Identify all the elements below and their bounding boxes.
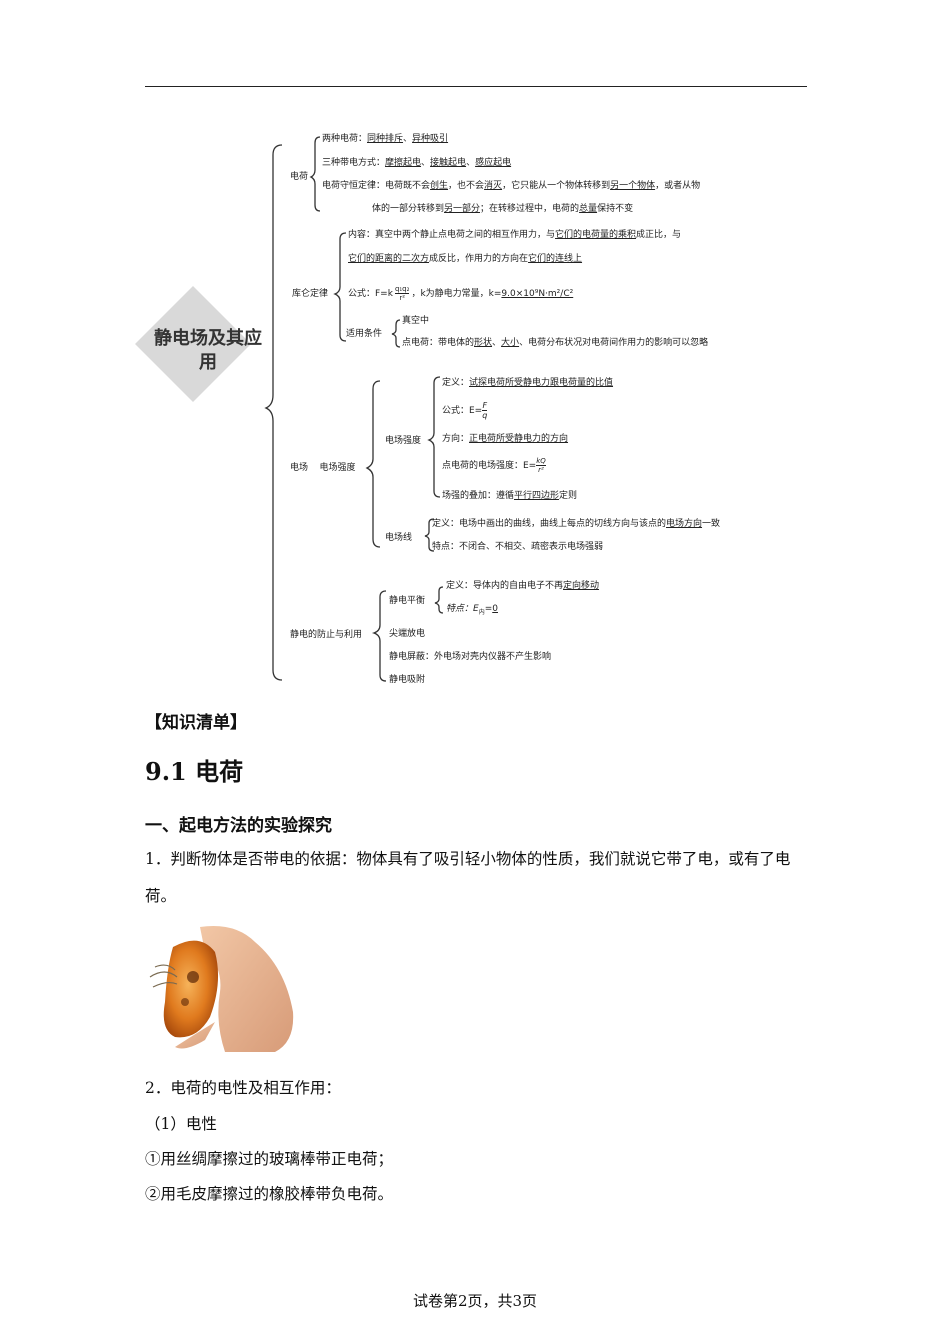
field-strength: 电场强度 xyxy=(385,435,421,447)
electrostatic-shielding: 静电屏蔽：外电场对壳内仪器不产生影响 xyxy=(389,651,551,663)
field-superposition: 场强的叠加：遵循平行四边形定则 xyxy=(442,490,577,502)
charge-item-3-cont: 体的一部分转移到另一部分；在转移过程中，电荷的总量保持不变 xyxy=(372,203,633,215)
branch-charge: 电荷 xyxy=(290,171,308,183)
section-title: 9.1 电荷 xyxy=(145,752,243,787)
knowledge-list-tag: 【知识清单】 xyxy=(145,708,247,733)
condition-vacuum: 真空中 xyxy=(402,315,429,327)
condition-point-charge: 点电荷：带电体的形状、大小、电荷分布状况对电荷间作用力的影响可以忽略 xyxy=(402,337,708,349)
mind-map: 静电场及其应用 电荷 两种电荷：同种排斥、异种吸引 三种带电方式：摩擦起电、接触… xyxy=(140,125,820,690)
amber-hand-photo xyxy=(145,922,300,1052)
branch-coulomb: 库仑定律 xyxy=(292,288,328,300)
equilibrium-feature: 特点：E内=0 xyxy=(446,603,498,619)
coulomb-conditions: 适用条件 xyxy=(346,328,382,340)
field-definition: 定义：试探电荷所受静电力跟电荷量的比值 xyxy=(442,377,613,389)
charge-item-3: 电荷守恒定律：电荷既不会创生，也不会消灭，它只能从一个物体转移到另一个物体，或者… xyxy=(322,180,700,192)
electrostatic-adsorption: 静电吸附 xyxy=(389,674,425,686)
paragraph-2: 2．电荷的电性及相互作用： xyxy=(145,1076,341,1098)
charge-item-1: 两种电荷：同种排斥、异种吸引 xyxy=(322,133,448,145)
electrostatic-equilibrium: 静电平衡 xyxy=(389,595,425,607)
page-footer: 试卷第2页，共3页 xyxy=(0,1290,950,1311)
field-direction: 方向：正电荷所受静电力的方向 xyxy=(442,433,568,445)
point-discharge: 尖端放电 xyxy=(389,628,425,640)
paragraph-3: （1）电性 xyxy=(145,1112,217,1134)
coulomb-content-1: 内容：真空中两个静止点电荷之间的相互作用力，与它们的电荷量的乘积成正比，与 xyxy=(348,229,681,241)
branch-field: 电场 电场强度 xyxy=(290,462,355,474)
paragraph-1: 1．判断物体是否带电的依据：物体具有了吸引轻小物体的性质，我们就说它带了电，或有… xyxy=(145,841,810,915)
mind-map-root: 静电场及其应用 xyxy=(148,327,268,375)
subsection-title: 一、起电方法的实验探究 xyxy=(145,811,332,836)
field-lines: 电场线 xyxy=(385,532,412,544)
equilibrium-definition: 定义：导体内的自由电子不再定向移动 xyxy=(446,580,599,592)
header-rule xyxy=(145,86,807,87)
paragraph-5: ②用毛皮摩擦过的橡胶棒带负电荷。 xyxy=(145,1182,393,1204)
charge-item-2: 三种带电方式：摩擦起电、接触起电、感应起电 xyxy=(322,157,511,169)
paragraph-4: ①用丝绸摩擦过的玻璃棒带正电荷； xyxy=(145,1147,393,1169)
field-lines-definition: 定义：电场中画出的曲线，曲线上每点的切线方向与该点的电场方向一致 xyxy=(432,518,720,530)
coulomb-content-2: 它们的距离的二次方成反比，作用力的方向在它们的连线上 xyxy=(348,253,582,265)
branch-static-use: 静电的防止与利用 xyxy=(290,629,362,641)
field-lines-features: 特点：不闭合、不相交、疏密表示电场强弱 xyxy=(432,541,603,553)
